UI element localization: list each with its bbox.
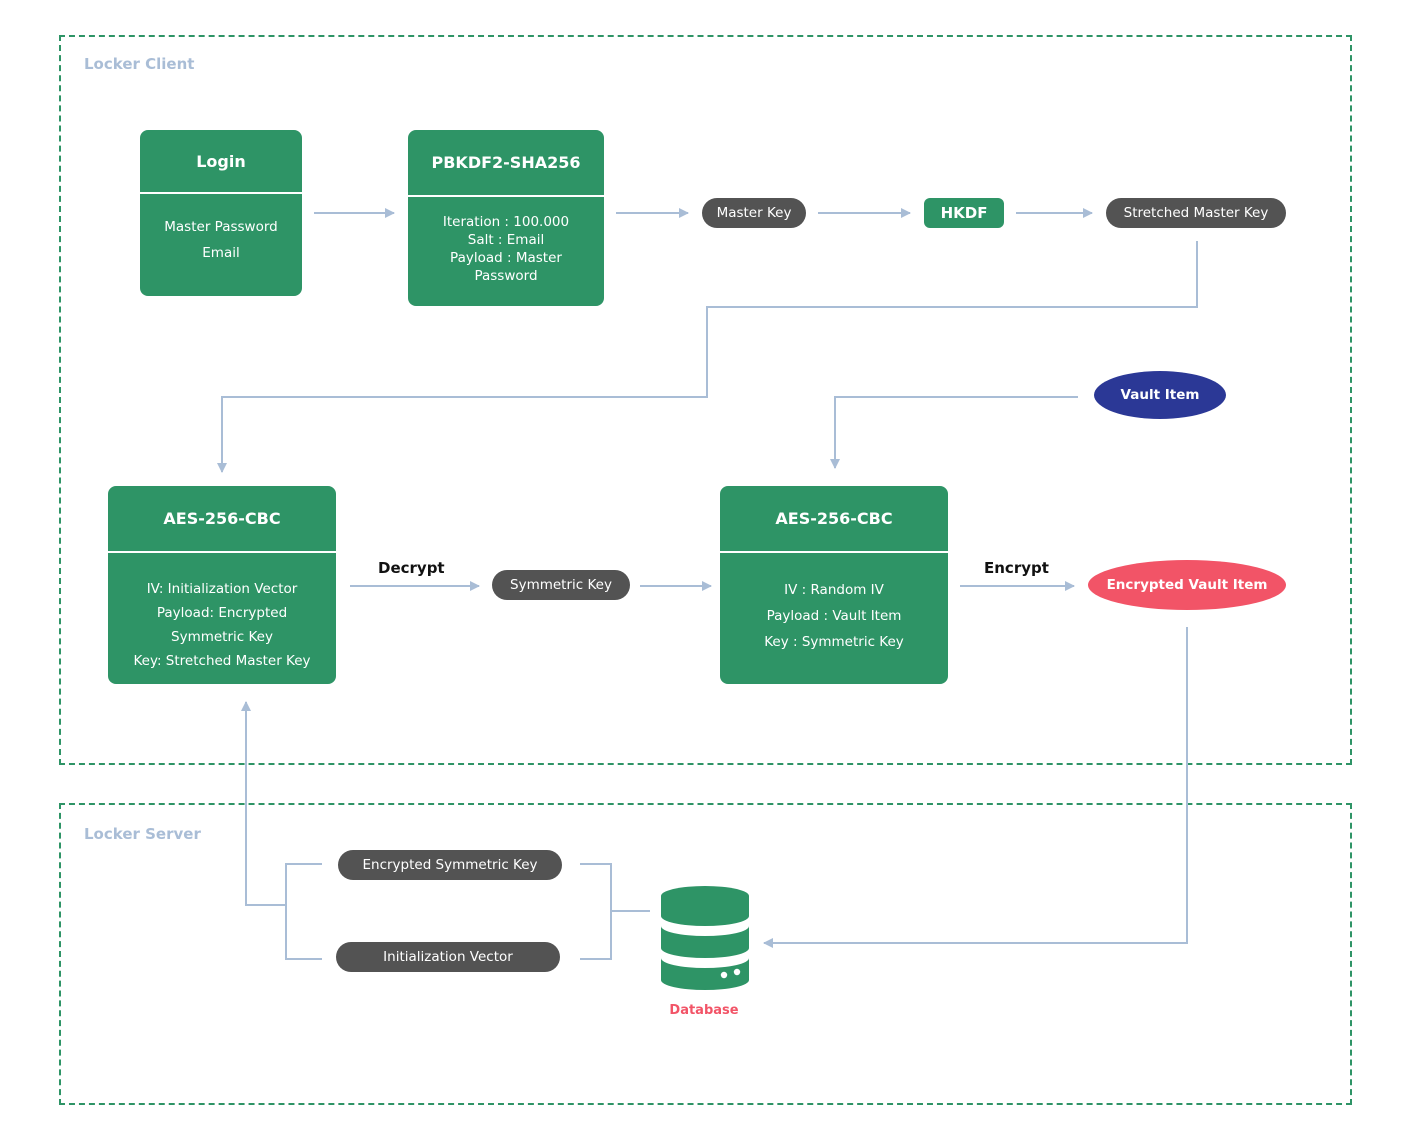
login-card: Login Master Password Email xyxy=(140,130,302,296)
aes-decrypt-card-line: IV: Initialization Vector xyxy=(146,581,298,597)
aes-decrypt-card-body: IV: Initialization Vector Payload: Encry… xyxy=(108,553,336,673)
encrypted-symmetric-key-node: Encrypted Symmetric Key xyxy=(338,850,562,880)
encrypted-vault-item-node: Encrypted Vault Item xyxy=(1088,560,1286,610)
aes-decrypt-card-title: AES-256-CBC xyxy=(108,486,336,553)
aes-encrypt-card-body: IV : Random IV Payload : Vault Item Key … xyxy=(720,553,948,655)
decrypt-label: Decrypt xyxy=(378,559,445,577)
login-card-line: Master Password xyxy=(164,219,278,235)
initialization-vector-node: Initialization Vector xyxy=(336,942,560,972)
pbkdf2-card-body: Iteration : 100.000 Salt : Email Payload… xyxy=(408,197,604,285)
hkdf-node: HKDF xyxy=(924,198,1004,228)
pbkdf2-card-line: Password xyxy=(474,268,538,284)
pbkdf2-card-title: PBKDF2-SHA256 xyxy=(408,130,604,197)
symmetric-key-node: Symmetric Key xyxy=(492,570,630,600)
aes-decrypt-card-line: Key: Stretched Master Key xyxy=(133,653,311,669)
arrow-vault-item-to-aes-encrypt xyxy=(830,396,1078,469)
aes-encrypt-card-line: Payload : Vault Item xyxy=(766,608,902,624)
aes-encrypt-card-line: Key : Symmetric Key xyxy=(764,634,904,650)
aes-encrypt-card-line: IV : Random IV xyxy=(784,582,884,598)
login-card-line: Email xyxy=(202,245,240,261)
aes-encrypt-card-title: AES-256-CBC xyxy=(720,486,948,553)
database-label: Database xyxy=(669,1003,739,1018)
encrypt-label: Encrypt xyxy=(984,559,1049,577)
arrow-stretched-key-to-aes-decrypt xyxy=(217,241,1198,473)
vault-item-node: Vault Item xyxy=(1094,371,1226,419)
bracket-server-keys xyxy=(285,863,322,960)
arrow-server-to-aes-decrypt xyxy=(241,701,286,906)
database-icon xyxy=(661,886,749,990)
pbkdf2-card-line: Salt : Email xyxy=(467,232,545,248)
client-zone-title: Locker Client xyxy=(84,55,195,73)
pbkdf2-card: PBKDF2-SHA256 Iteration : 100.000 Salt :… xyxy=(408,130,604,306)
aes-decrypt-card: AES-256-CBC IV: Initialization Vector Pa… xyxy=(108,486,336,684)
login-card-title: Login xyxy=(140,130,302,194)
pbkdf2-card-line: Iteration : 100.000 xyxy=(442,214,570,230)
pbkdf2-card-line: Payload : Master xyxy=(450,250,562,266)
bracket-database-inputs xyxy=(580,863,612,960)
aes-decrypt-card-line: Payload: Encrypted xyxy=(156,605,288,621)
arrow-encrypted-item-to-database xyxy=(763,627,1188,948)
login-card-body: Master Password Email xyxy=(140,194,302,266)
aes-decrypt-card-line: Symmetric Key xyxy=(171,629,273,645)
client-zone xyxy=(59,35,1352,765)
stretched-master-key-node: Stretched Master Key xyxy=(1106,198,1286,228)
server-zone xyxy=(59,803,1352,1105)
server-zone-title: Locker Server xyxy=(84,825,201,843)
master-key-node: Master Key xyxy=(702,198,806,228)
aes-encrypt-card: AES-256-CBC IV : Random IV Payload : Vau… xyxy=(720,486,948,684)
